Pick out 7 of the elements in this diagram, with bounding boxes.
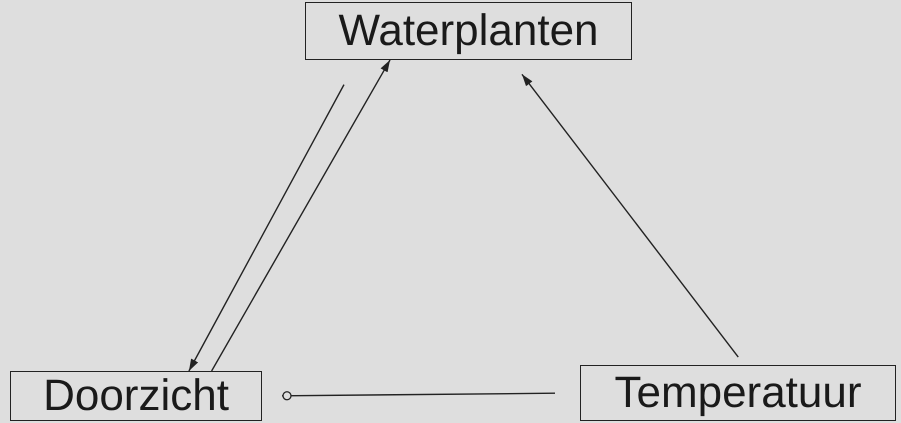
label-box: Waterplanten [305, 2, 632, 60]
label-box: Temperatuur [580, 365, 896, 421]
label-box: Doorzicht [10, 371, 262, 421]
arrow [521, 74, 739, 358]
arrow [188, 84, 345, 372]
connector-line [282, 391, 555, 400]
arrow [211, 60, 391, 372]
